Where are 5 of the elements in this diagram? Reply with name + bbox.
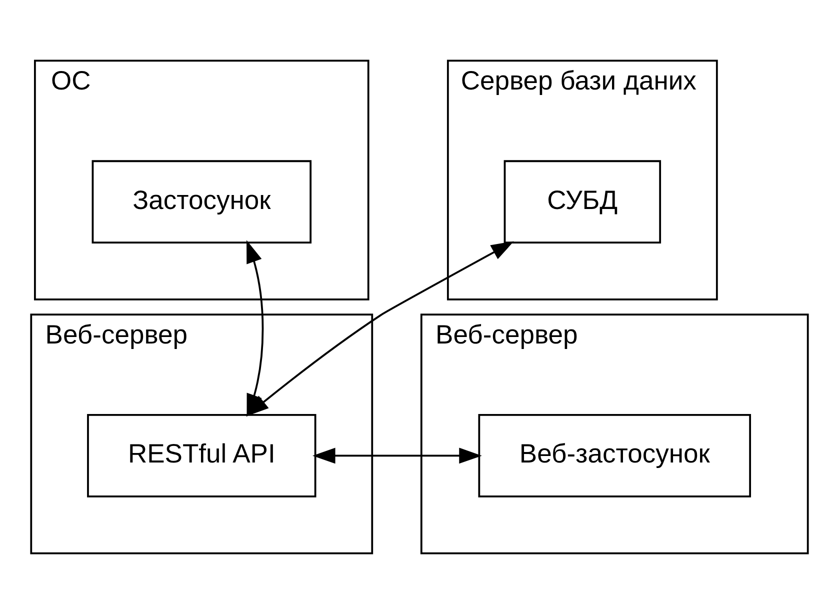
node-box: СУБД [504,160,662,244]
node-box: Веб-застосунок [478,414,752,498]
node-box: RESTful API [87,414,316,498]
node-box: Застосунок [92,160,312,244]
arrow [312,448,482,464]
